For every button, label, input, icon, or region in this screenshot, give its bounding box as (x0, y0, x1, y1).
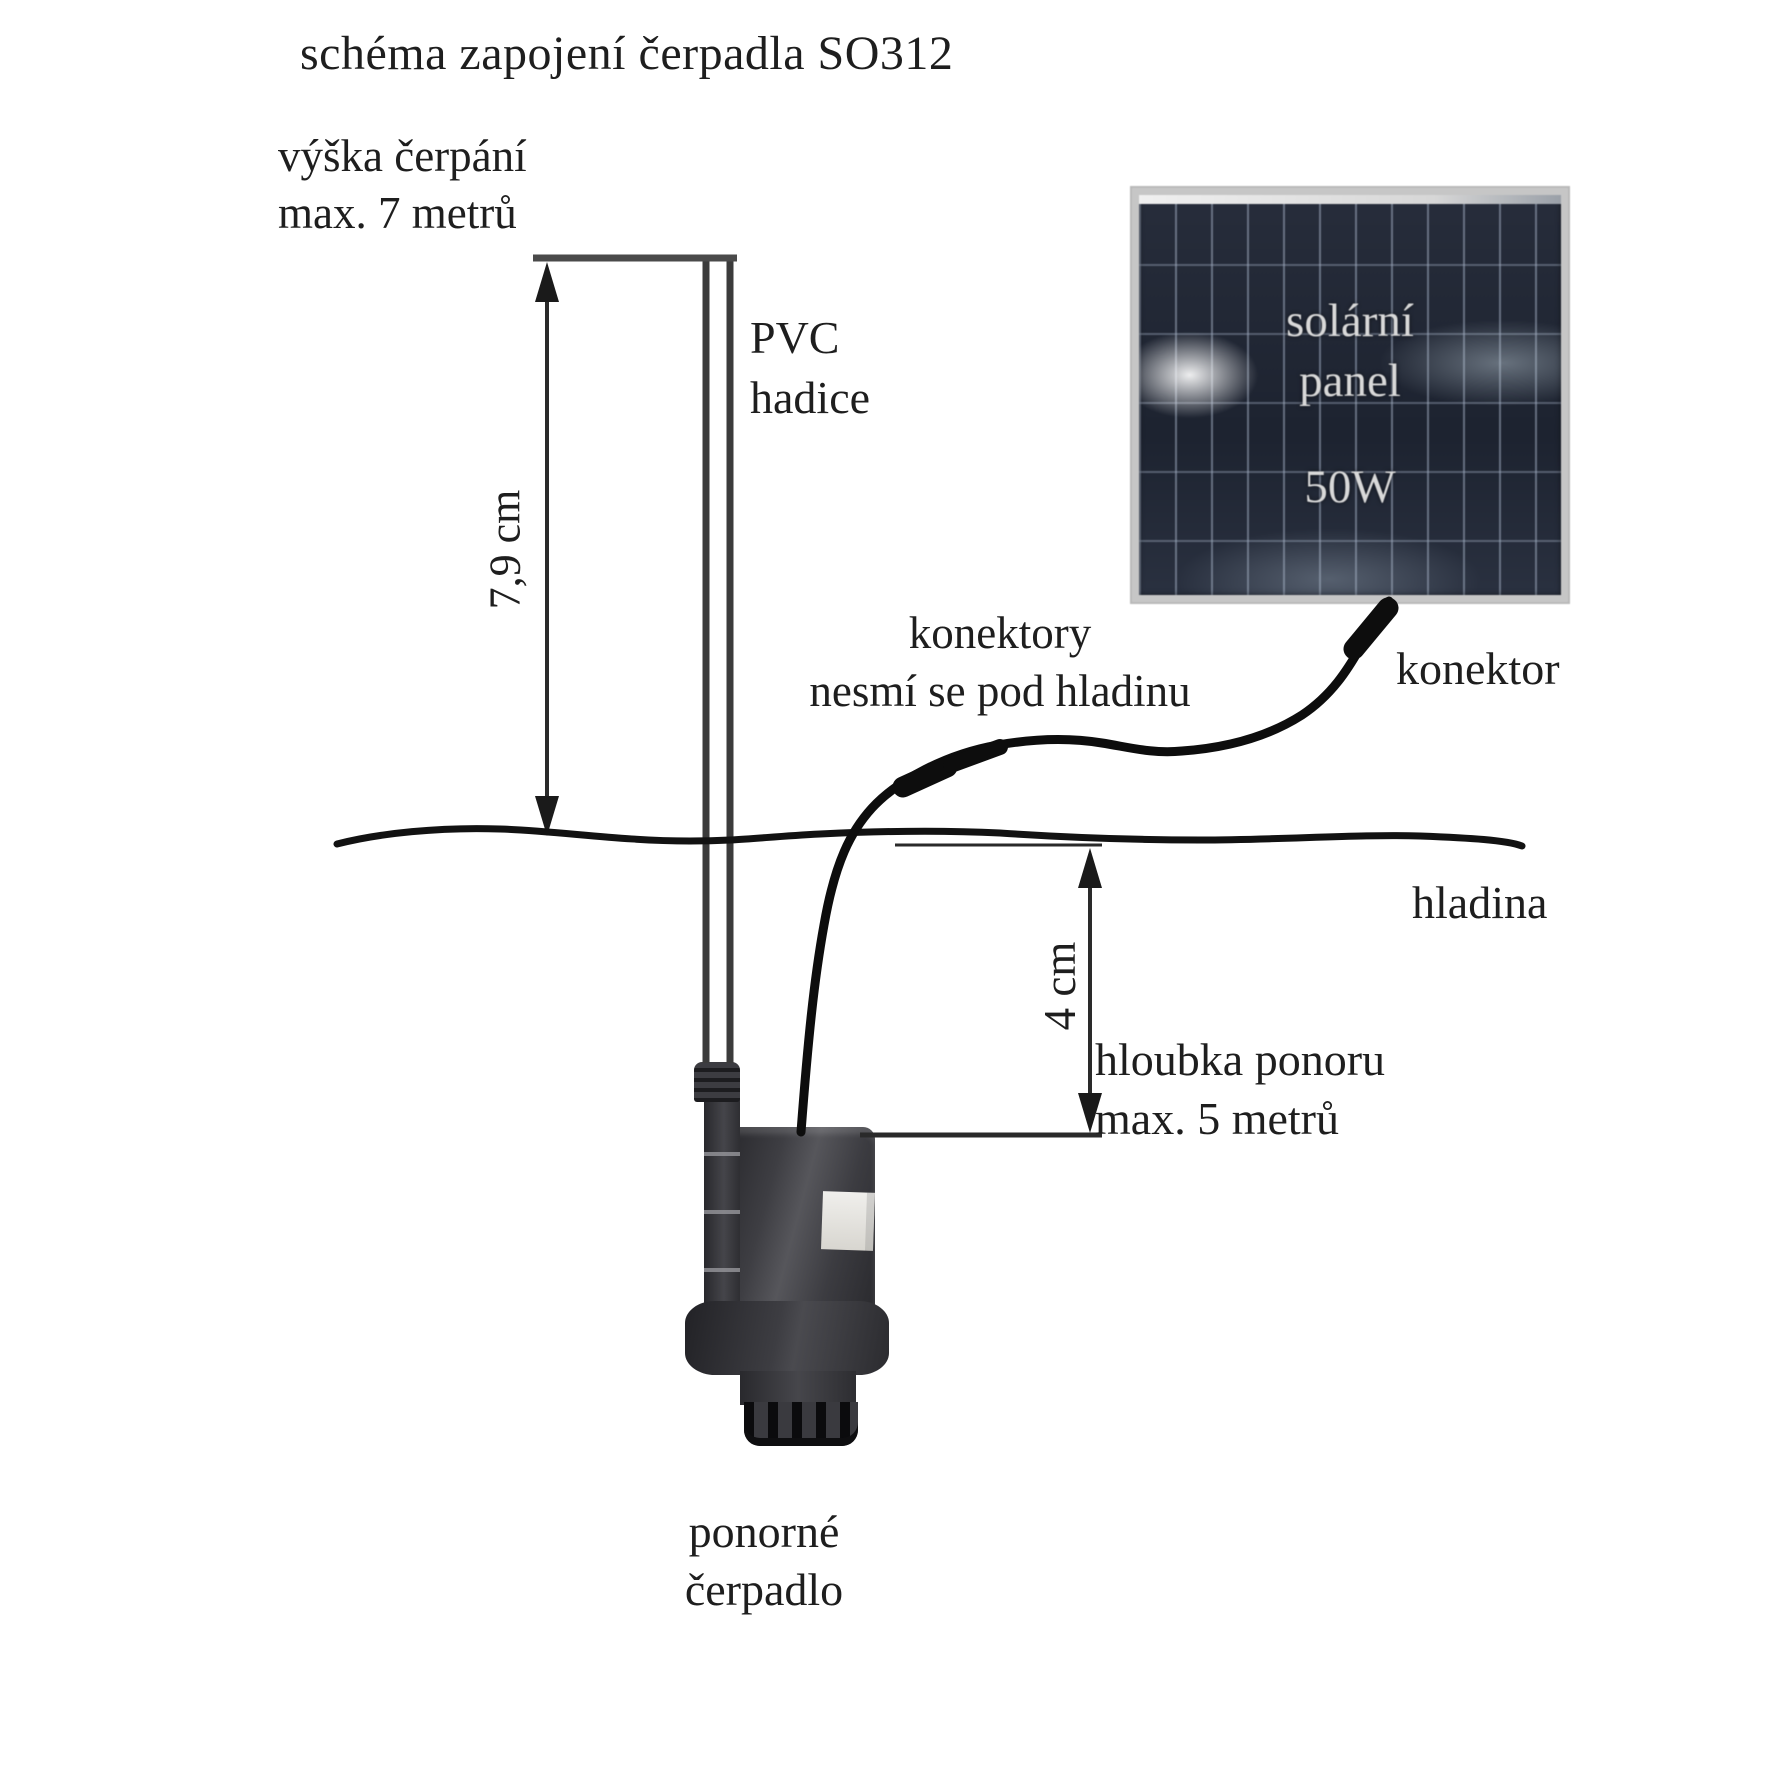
height-dimension-arrow-bottom (535, 796, 559, 836)
solar-panel-caption: solární panel 50W (1139, 291, 1561, 517)
diagram-title: schéma zapojení čerpadla SO312 (300, 27, 954, 80)
pump-height-note: výška čerpání max. 7 metrů (278, 128, 527, 242)
immersion-depth-note-line2: max. 5 metrů (1095, 1093, 1339, 1144)
solar-panel-frame-top (1139, 195, 1561, 204)
pump-caption-line2: čerpadlo (684, 1564, 844, 1615)
immersion-depth-note-line1: hloubka ponoru (1095, 1034, 1386, 1085)
cable-connector-pair-a (892, 756, 958, 798)
water-surface-line (333, 825, 1526, 850)
solar-panel-label-line2: panel (1299, 355, 1401, 407)
connector-label: konektor (1396, 643, 1560, 694)
solar-panel-power: 50W (1304, 461, 1396, 513)
pump-height-note-line2: max. 7 metrů (278, 188, 517, 238)
connectors-warning: konektory nesmí se pod hladinu (770, 604, 1230, 720)
pump-lower-section (740, 1371, 856, 1405)
depth-dimension-arrow-bottom (1078, 1093, 1102, 1133)
pump-height-note-line1: výška čerpání (278, 131, 527, 181)
pump-strainer (744, 1402, 858, 1446)
solar-panel-photo: solární panel 50W (1132, 188, 1568, 602)
immersion-depth-note: hloubka ponoru max. 5 metrů (1095, 1030, 1385, 1148)
connectors-warning-line1: konektory (908, 608, 1092, 658)
pvc-hose-label-line2: hadice (750, 372, 871, 423)
cable-connector-pair-b (943, 739, 1008, 773)
pump-intake-column (704, 1098, 740, 1304)
height-dimension-arrow-top (535, 262, 559, 302)
solar-panel-label-line1: solární (1286, 295, 1414, 347)
pump-caption: ponorné čerpadlo (614, 1503, 914, 1619)
depth-dimension-arrow-top (1078, 848, 1102, 888)
pump-caption-line1: ponorné (688, 1506, 840, 1557)
power-cable (796, 596, 1394, 1137)
panel-connector (1343, 597, 1399, 660)
pvc-hose-label: PVC hadice (750, 308, 870, 428)
pvc-hose-label-line1: PVC (750, 312, 840, 363)
connectors-warning-line2: nesmí se pod hladinu (809, 666, 1191, 716)
depth-dimension-value: 4 cm (1035, 941, 1085, 1031)
pump-collar (685, 1301, 889, 1375)
height-dimension-value: 7,9 cm (480, 489, 530, 610)
pump-hose-fitting (694, 1062, 740, 1102)
water-level-label: hladina (1412, 877, 1548, 928)
